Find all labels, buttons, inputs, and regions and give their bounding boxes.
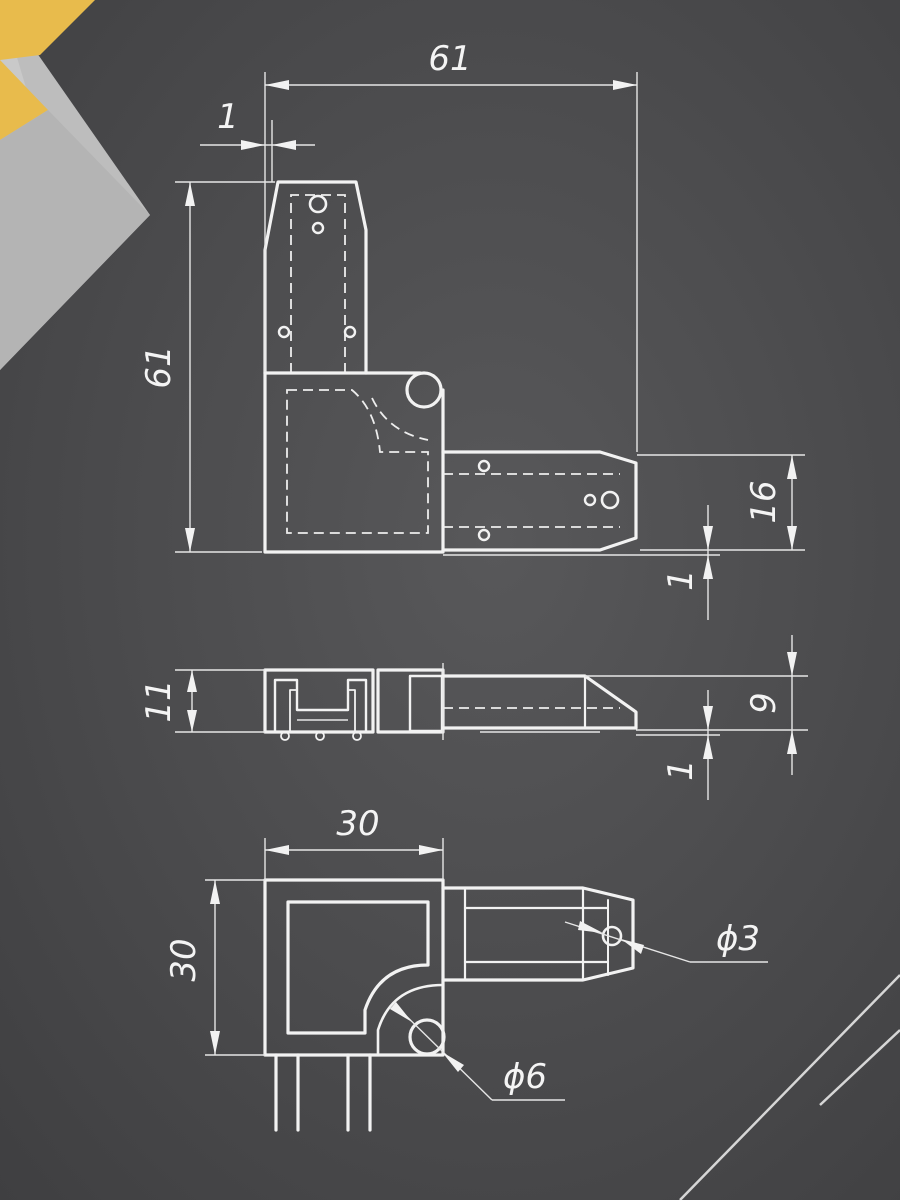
dim-bottom-height: 30 [164,938,204,981]
bottom-view: 30 30 ϕ3 ϕ6 [164,804,768,1132]
dim-top-offset: 1 [217,97,239,137]
dim-hole-small: ϕ3 [716,919,760,959]
paper-corner-decoration [0,0,150,370]
dim-top-height: 61 [139,345,179,388]
dim-side-gap: 1 [661,759,701,781]
side-view: 11 9 1 [139,635,808,800]
top-view: 61 1 61 16 1 [139,39,805,620]
dim-top-gap: 1 [661,569,701,591]
dim-arm-height: 16 [744,480,784,523]
dim-side-left-height: 11 [139,679,179,722]
pencil-lines-decoration [679,974,900,1200]
dim-hole-large: ϕ6 [503,1057,547,1097]
dim-top-width: 61 [428,39,471,79]
dim-side-right-height: 9 [744,692,784,714]
dim-bottom-width: 30 [336,804,379,844]
